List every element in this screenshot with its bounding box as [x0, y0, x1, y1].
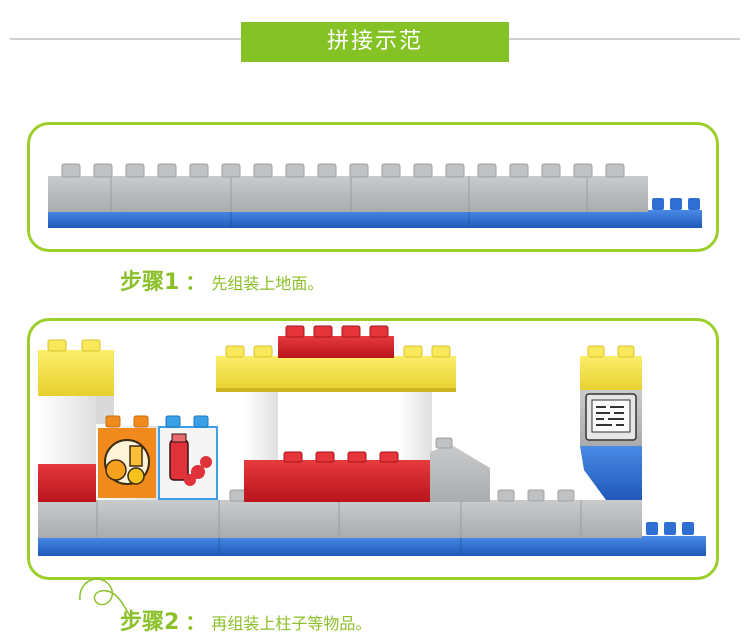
grey-ramp	[430, 437, 490, 502]
step1-separator: ：	[185, 270, 206, 294]
step2-ground-bricks	[38, 489, 706, 556]
step2-separator: ：	[185, 610, 206, 634]
page-title: 拼接示范	[241, 22, 509, 62]
step1-ground-bricks	[48, 163, 702, 228]
step2-text: 再组装上柱子等物品。	[211, 614, 372, 633]
step1-label: 步骤1	[120, 270, 180, 295]
step2-caption: 步骤2： 再组装上柱子等物品。	[120, 604, 371, 636]
juice-sticker-icon	[96, 415, 158, 500]
strawberry-jam-sticker-icon	[158, 415, 218, 500]
central-hut	[216, 325, 456, 502]
step2-label: 步骤2	[120, 610, 180, 635]
left-tower	[38, 339, 114, 502]
step1-caption: 步骤1： 先组装上地面。	[120, 264, 323, 296]
atm-sticker-icon	[585, 393, 637, 441]
step1-text: 先组装上地面。	[211, 274, 324, 293]
swirl-decoration-icon	[79, 578, 131, 617]
